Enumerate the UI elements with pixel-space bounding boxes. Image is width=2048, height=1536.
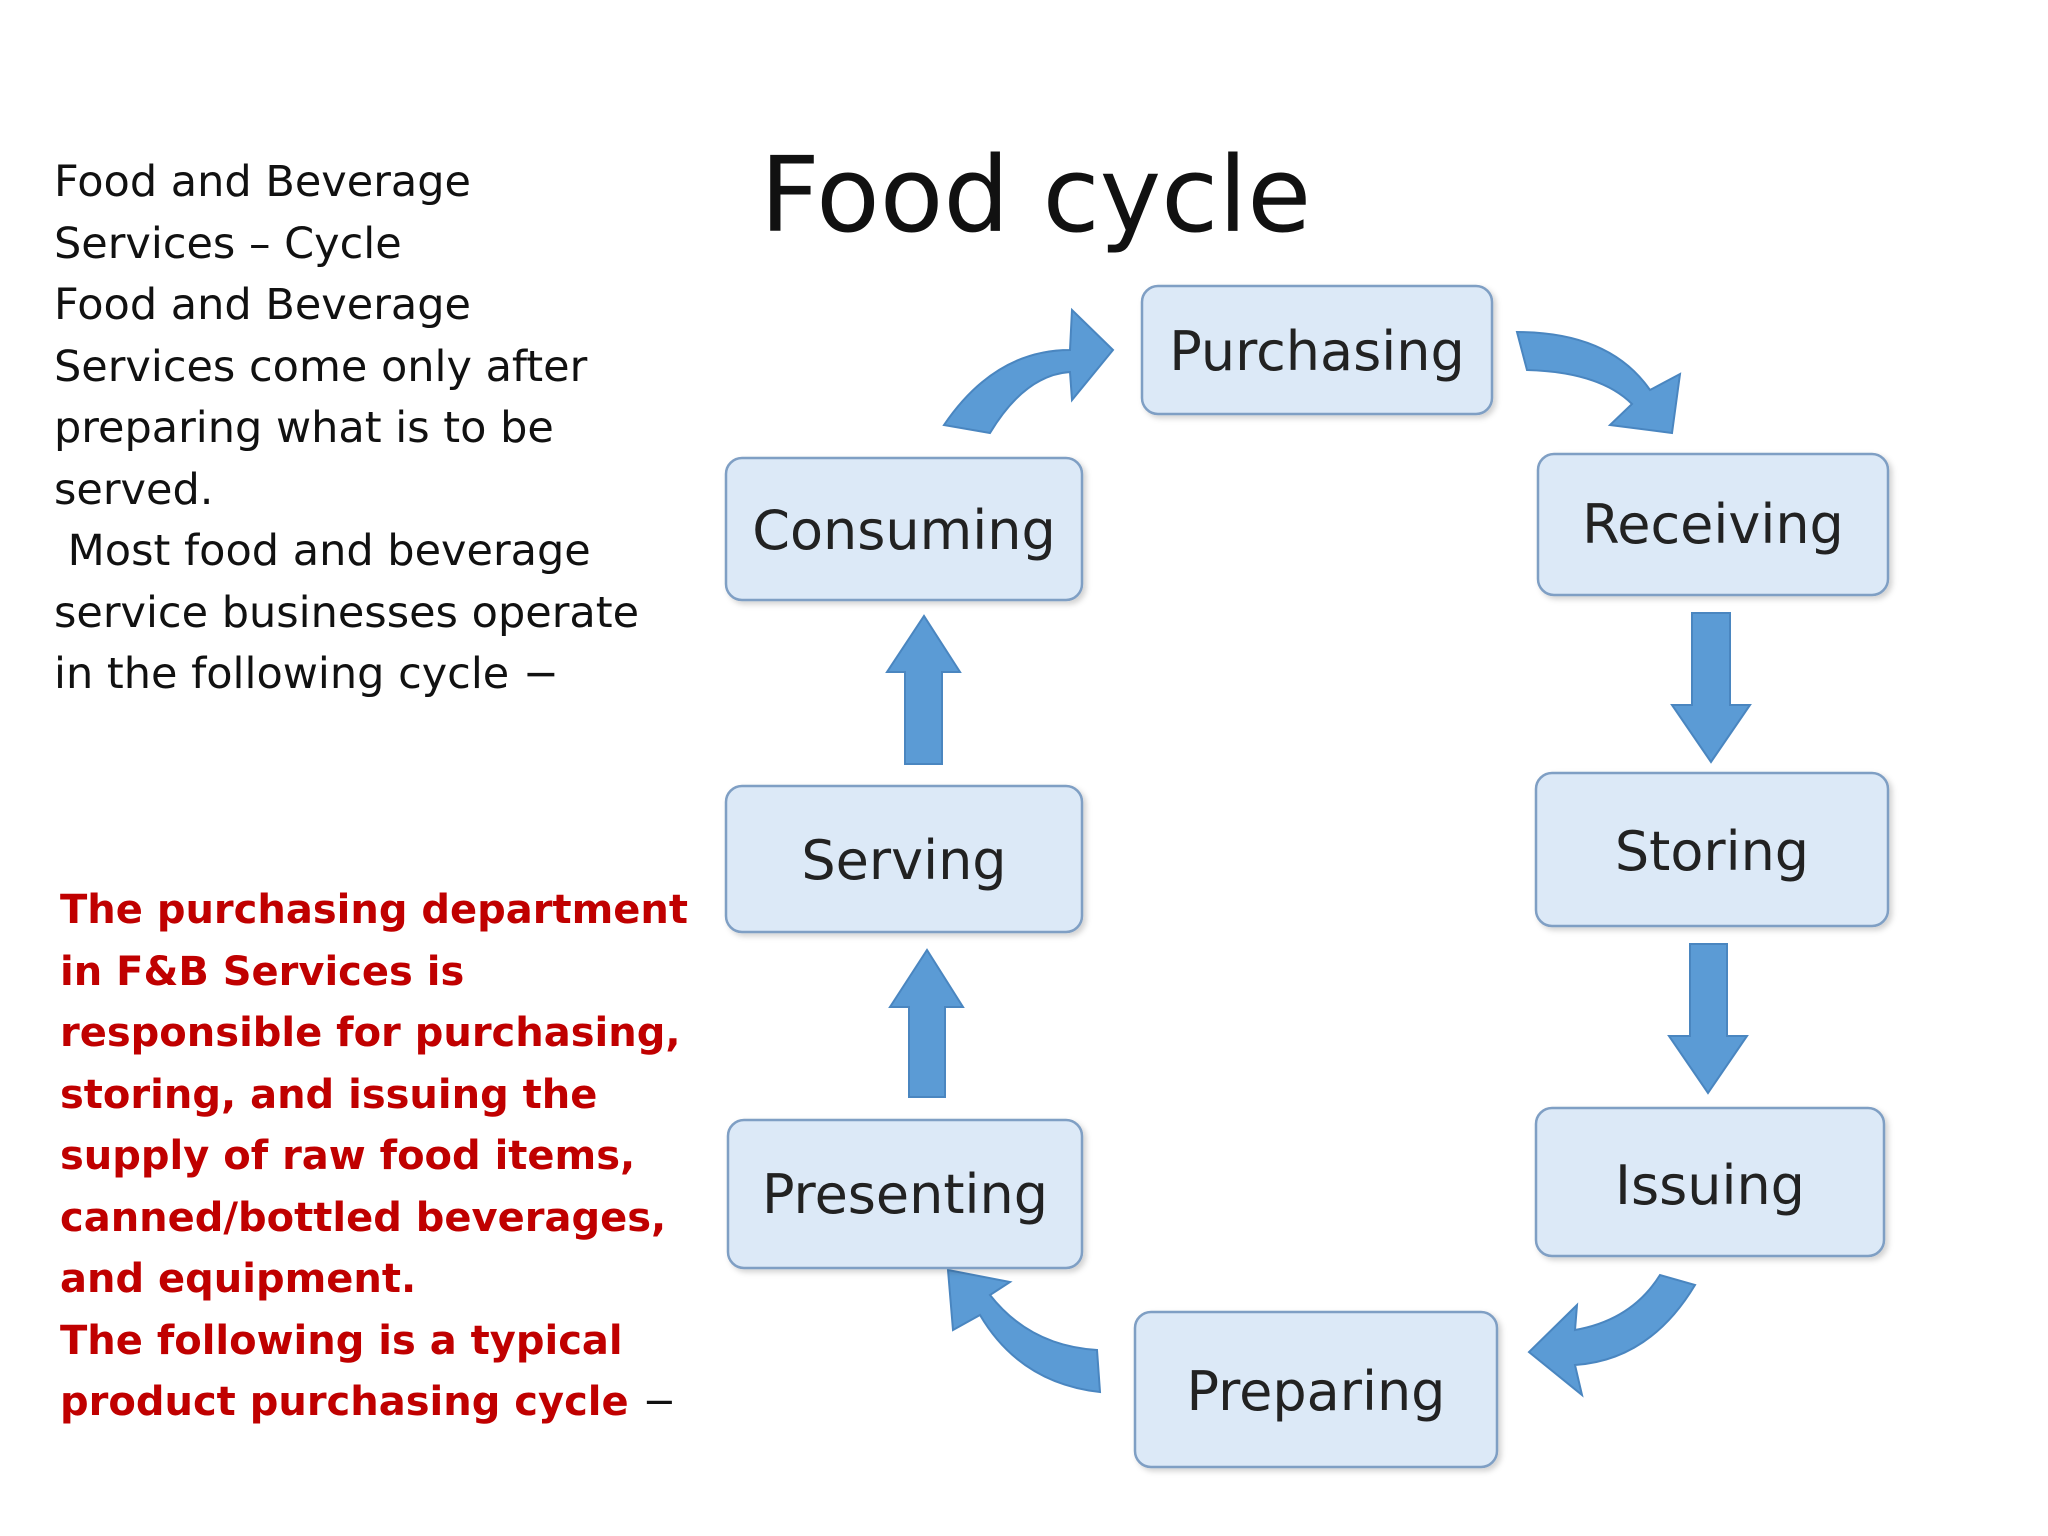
arrow-preparing-to-presenting	[946, 1268, 1102, 1394]
stage-receiving: Receiving	[1536, 452, 1890, 597]
highlight-line-last: product purchasing cycle −	[60, 1372, 700, 1434]
intro-line: in the following cycle −	[54, 649, 559, 699]
arrow-serving-to-consuming	[885, 614, 962, 765]
stage-serving-label: Serving	[801, 829, 1006, 892]
arrow-presenting-to-serving	[888, 948, 965, 1098]
highlight-line: canned/bottled beverages,	[60, 1194, 667, 1241]
intro-line: served.	[54, 464, 214, 515]
stage-issuing: Issuing	[1534, 1106, 1886, 1258]
page-title: Food cycle	[760, 134, 1312, 256]
highlight-last-dash: −	[642, 1379, 677, 1425]
intro-line: Food and Beverage	[54, 157, 471, 207]
highlight-line: in F&B Services is	[60, 948, 465, 995]
highlight-last-bold: product purchasing cycle	[60, 1379, 643, 1425]
arrow-consuming-to-purchasing	[942, 307, 1115, 435]
stage-presenting: Presenting	[726, 1118, 1084, 1270]
stage-preparing-label: Preparing	[1187, 1360, 1446, 1423]
stage-consuming-label: Consuming	[752, 499, 1055, 562]
arrow-receiving-to-storing	[1670, 612, 1752, 764]
stage-presenting-label: Presenting	[762, 1163, 1048, 1226]
intro-line: Services come only after	[54, 341, 588, 392]
intro-line: preparing what is to be	[54, 403, 554, 453]
highlight-text: The purchasing department in F&B Service…	[60, 880, 700, 1434]
stage-serving: Serving	[724, 784, 1084, 934]
stage-purchasing-label: Purchasing	[1169, 320, 1465, 383]
stage-storing: Storing	[1534, 771, 1890, 928]
intro-line: Services – Cycle	[54, 218, 402, 269]
arrow-storing-to-issuing	[1667, 943, 1749, 1095]
stage-preparing: Preparing	[1133, 1310, 1499, 1469]
stage-issuing-label: Issuing	[1615, 1154, 1805, 1217]
stage-consuming: Consuming	[724, 456, 1084, 602]
highlight-line: and equipment.	[60, 1256, 417, 1302]
highlight-line: The purchasing department	[60, 887, 689, 933]
stage-purchasing: Purchasing	[1140, 284, 1494, 416]
intro-text: Food and Beverage Services – Cycle Food …	[54, 152, 674, 706]
arrow-issuing-to-preparing	[1527, 1273, 1697, 1398]
intro-line: Food and Beverage	[54, 280, 471, 330]
intro-line: service businesses operate	[54, 587, 640, 638]
intro-line: Most food and beverage	[54, 526, 591, 576]
arrow-purchasing-to-receiving	[1515, 330, 1682, 435]
highlight-line: storing, and issuing the	[60, 1071, 598, 1118]
stage-storing-label: Storing	[1615, 820, 1809, 883]
highlight-line: responsible for purchasing,	[60, 1010, 681, 1056]
stage-receiving-label: Receiving	[1582, 493, 1844, 556]
highlight-line: The following is a typical	[60, 1317, 623, 1364]
highlight-line: supply of raw food items,	[60, 1133, 636, 1179]
